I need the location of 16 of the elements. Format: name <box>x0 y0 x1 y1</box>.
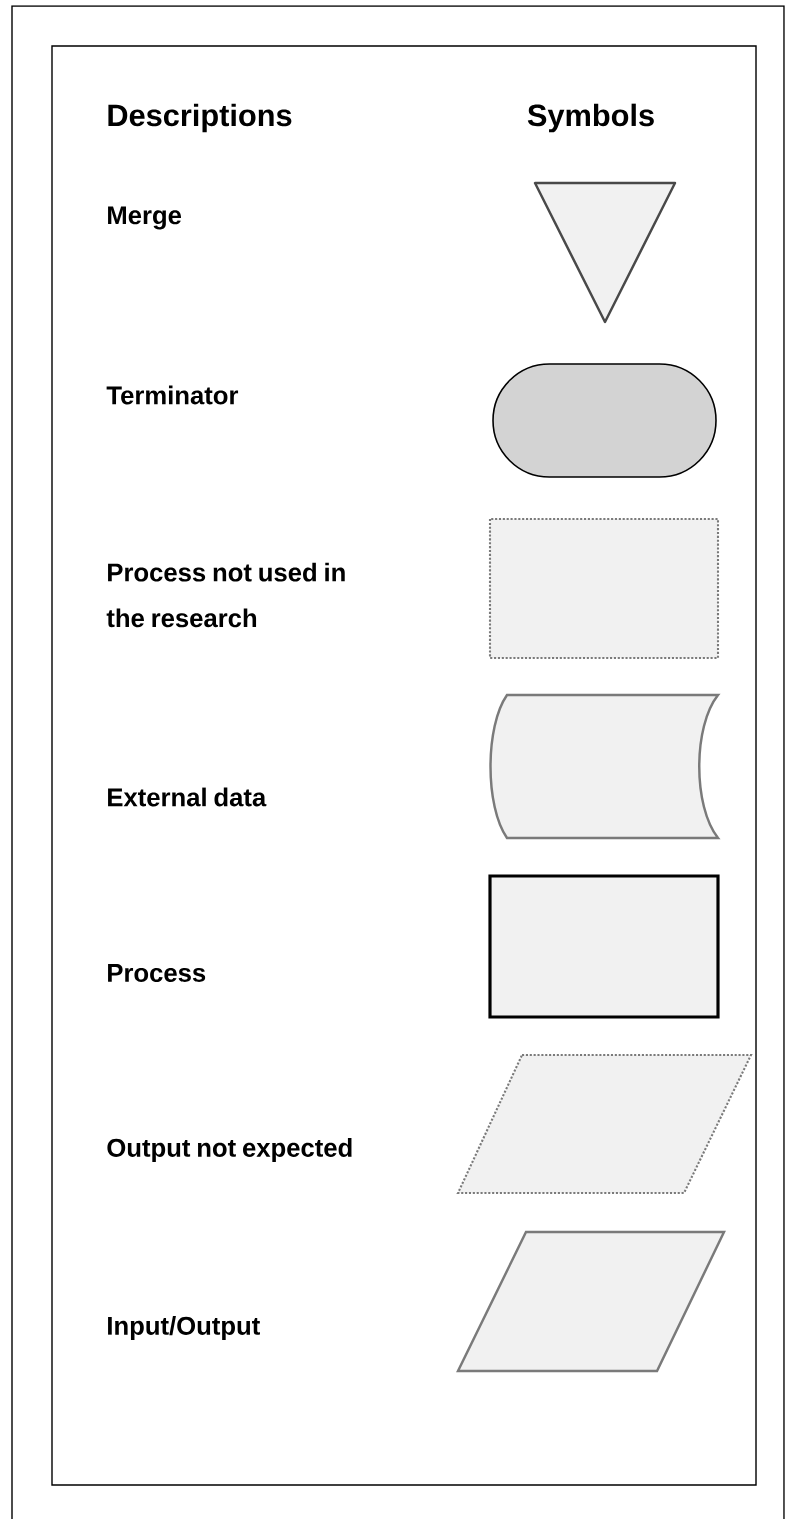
dotted-parallelogram-symbol <box>456 1053 753 1195</box>
symbol-description: Process <box>108 964 206 982</box>
symbol-description: Process not used in the research <box>106 562 345 628</box>
symbol-description: Input/Output <box>108 1316 260 1340</box>
parallelogram-symbol <box>456 1230 726 1373</box>
curved-sided-symbol <box>489 693 720 840</box>
rounded-symbol <box>492 363 717 478</box>
column-heading: Descriptions <box>108 103 292 133</box>
symbol-description: Terminator <box>106 385 239 405</box>
dotted-rectangle-symbol <box>488 517 720 660</box>
rectangle-symbol <box>488 874 720 1019</box>
symbol-description: External data <box>108 787 267 807</box>
column-heading: Symbols <box>527 103 654 133</box>
symbol-description: Merge <box>108 206 182 230</box>
symbol-description: Output not expected <box>107 1138 352 1162</box>
triangle-symbol <box>533 181 677 324</box>
